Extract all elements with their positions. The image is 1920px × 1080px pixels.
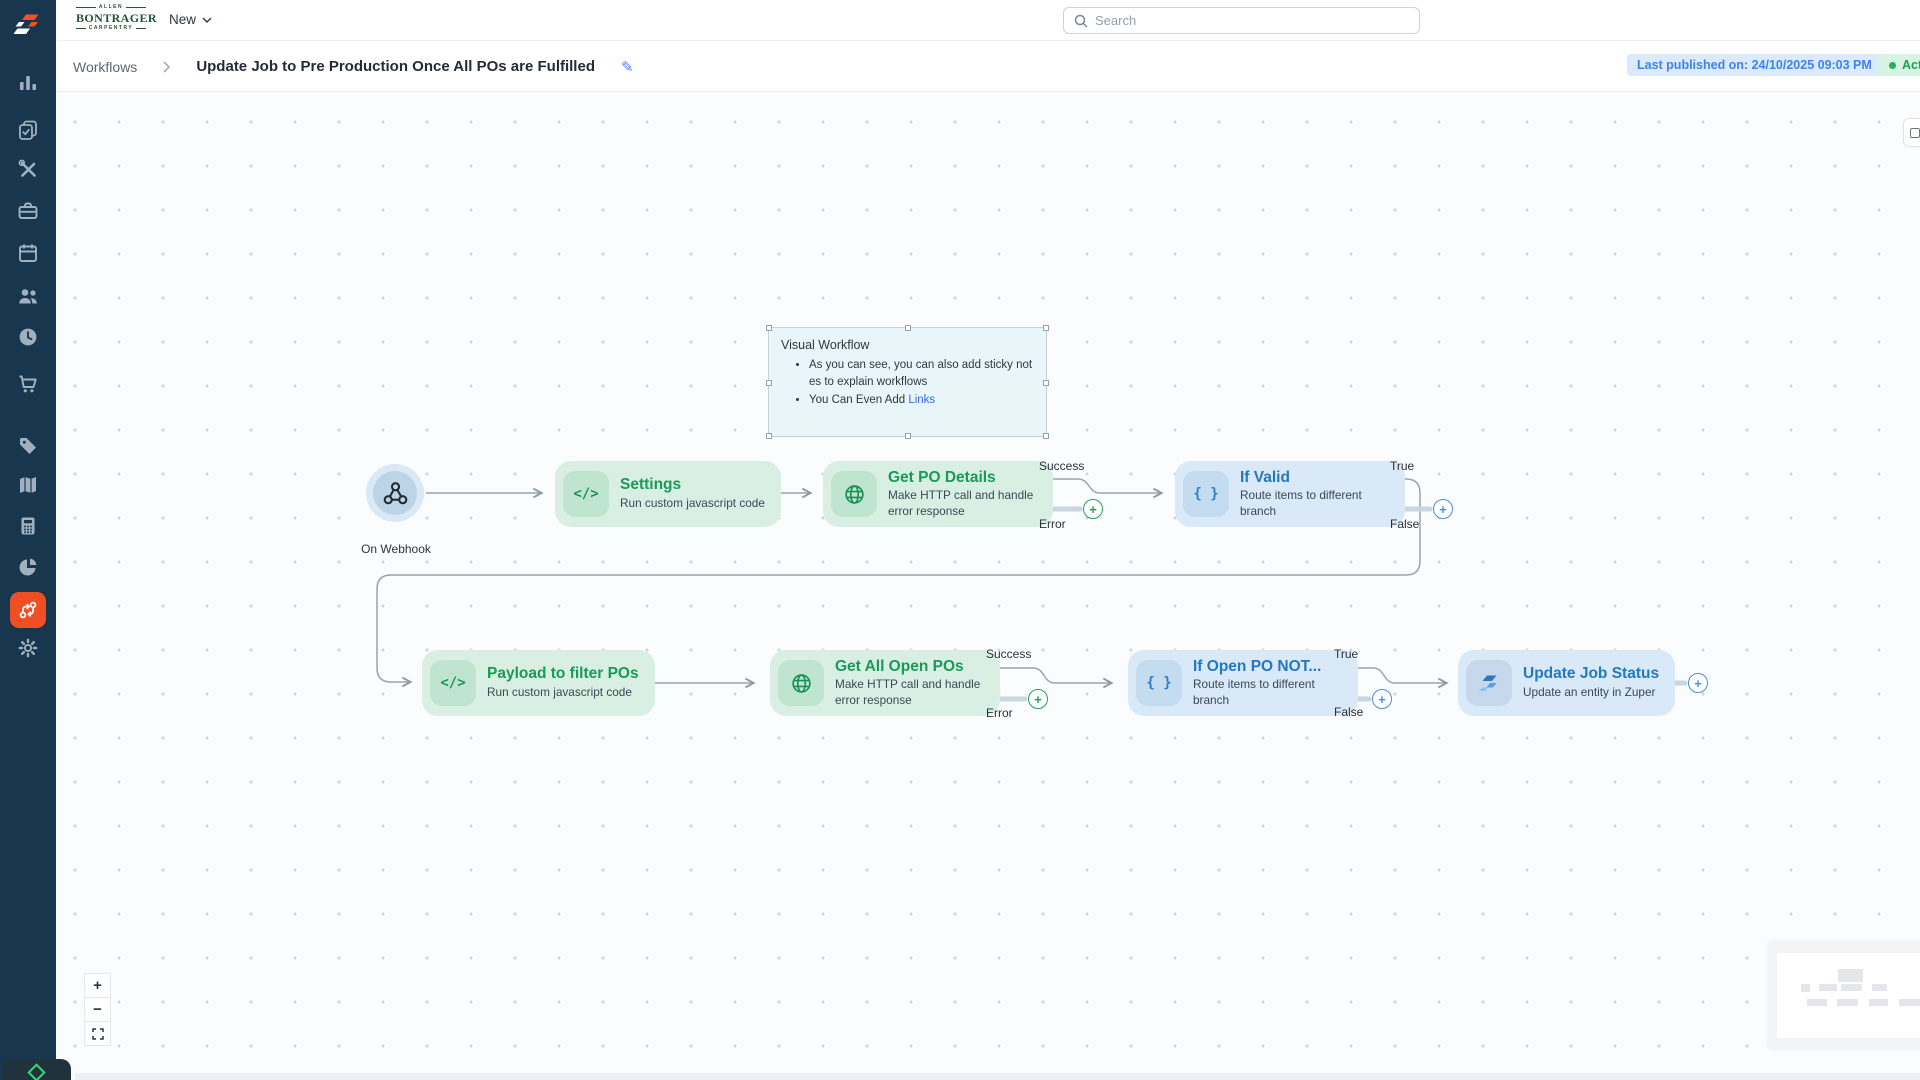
page-title: Update Job to Pre Production Once All PO… xyxy=(196,58,595,75)
globe-icon xyxy=(778,660,824,706)
webhook-icon xyxy=(373,471,417,515)
add-step-button[interactable]: + xyxy=(1083,499,1103,519)
fit-view-button[interactable] xyxy=(84,1021,111,1046)
sidebar xyxy=(0,0,56,1080)
branch-label-success: Success xyxy=(1039,459,1085,473)
horizontal-scrollbar[interactable] xyxy=(75,1073,1920,1080)
sticky-link[interactable]: Links xyxy=(908,393,936,406)
add-step-button[interactable]: + xyxy=(1028,689,1048,709)
resize-handle[interactable] xyxy=(1043,380,1049,386)
resize-handle[interactable] xyxy=(766,380,772,386)
sticky-note-title: Visual Workflow xyxy=(781,338,870,352)
tools-icon[interactable] xyxy=(16,157,40,181)
settings-gear-icon[interactable] xyxy=(16,636,40,660)
search-input[interactable] xyxy=(1095,13,1409,28)
workflow-branch-icon xyxy=(19,601,37,619)
panel-icon xyxy=(1910,128,1920,138)
branch-label-false: False xyxy=(1334,705,1364,719)
sticky-note[interactable]: Visual Workflow As you can see, you can … xyxy=(766,325,1049,439)
panel-toggle-button[interactable] xyxy=(1903,118,1920,147)
zoom-out-button[interactable]: − xyxy=(84,997,111,1022)
globe-icon xyxy=(831,471,877,517)
branch-label-true: True xyxy=(1334,647,1359,661)
node-get-all-open-pos[interactable]: Get All Open POs Make HTTP call and hand… xyxy=(770,650,1000,716)
cart-icon[interactable] xyxy=(16,372,40,396)
brand-logo[interactable]: ALLEN BONTRAGER CARPENTRY xyxy=(76,4,157,31)
new-dropdown[interactable]: New xyxy=(169,12,212,27)
tag-icon[interactable] xyxy=(16,434,40,458)
branch-condition-icon: { } xyxy=(1183,471,1229,517)
breadcrumb-workflows-link[interactable]: Workflows xyxy=(73,58,138,75)
sidebar-item-workflows-active[interactable] xyxy=(10,592,46,628)
extension-badge[interactable] xyxy=(2,1059,71,1080)
add-step-button[interactable]: + xyxy=(1688,673,1708,693)
code-icon: </> xyxy=(430,660,476,706)
diamond-icon xyxy=(27,1063,46,1080)
branch-label-error: Error xyxy=(1039,517,1066,531)
resize-handle[interactable] xyxy=(766,433,772,439)
add-step-button[interactable]: + xyxy=(1433,499,1453,519)
users-icon[interactable] xyxy=(16,284,40,308)
node-get-po-details[interactable]: Get PO Details Make HTTP call and handle… xyxy=(823,461,1053,527)
active-dot-icon xyxy=(1889,61,1896,69)
zoom-in-button[interactable]: + xyxy=(84,973,111,998)
pie-chart-icon[interactable] xyxy=(16,555,40,579)
branch-condition-icon: { } xyxy=(1136,660,1182,706)
edit-title-pencil-icon[interactable]: ✎ xyxy=(620,58,634,76)
minimap-viewport xyxy=(1777,953,1920,1038)
tasks-clipboard-icon[interactable] xyxy=(16,118,40,142)
briefcase-icon[interactable] xyxy=(16,199,40,223)
breadcrumb: Workflows Update Job to Pre Production O… xyxy=(73,41,634,92)
zuper-icon xyxy=(1466,660,1512,706)
breadcrumb-bar: Workflows Update Job to Pre Production O… xyxy=(56,41,1920,92)
node-payload-to-filter-pos[interactable]: </> Payload to filter POs Run custom jav… xyxy=(422,650,655,716)
status-badge-active: Active xyxy=(1877,54,1920,76)
sticky-bullet-1: As you can see, you can also add sticky … xyxy=(809,357,1034,392)
top-header: ALLEN BONTRAGER CARPENTRY New xyxy=(56,0,1920,41)
minimap[interactable] xyxy=(1768,942,1920,1048)
branch-label-false: False xyxy=(1390,517,1420,531)
node-if-open-po-not[interactable]: { } If Open PO NOT... Route items to dif… xyxy=(1128,650,1358,716)
sticky-bullet-2: You Can Even Add Links xyxy=(809,392,1034,409)
clock-icon[interactable] xyxy=(16,325,40,349)
search-bar[interactable] xyxy=(1063,7,1420,34)
branch-label-error: Error xyxy=(986,706,1013,720)
resize-handle[interactable] xyxy=(1043,433,1049,439)
zoom-controls: + − xyxy=(84,973,111,1046)
last-published-badge: Last published on: 24/10/2025 09:03 PM xyxy=(1627,54,1882,76)
add-step-button[interactable]: + xyxy=(1372,689,1392,709)
node-settings[interactable]: </> Settings Run custom javascript code xyxy=(555,461,781,527)
search-icon xyxy=(1074,14,1088,28)
dashboard-chart-icon[interactable] xyxy=(16,71,40,95)
resize-handle[interactable] xyxy=(1043,325,1049,331)
resize-handle[interactable] xyxy=(766,325,772,331)
webhook-label: On Webhook xyxy=(361,542,431,556)
code-icon: </> xyxy=(563,471,609,517)
zuper-logo[interactable] xyxy=(12,10,44,42)
resize-handle[interactable] xyxy=(905,433,911,439)
chevron-right-icon xyxy=(163,60,171,73)
branch-label-true: True xyxy=(1390,459,1415,473)
resize-handle[interactable] xyxy=(905,325,911,331)
calendar-icon[interactable] xyxy=(16,241,40,265)
node-on-webhook[interactable] xyxy=(366,464,424,522)
node-update-job-status[interactable]: Update Job Status Update an entity in Zu… xyxy=(1458,650,1676,716)
calculator-icon[interactable] xyxy=(16,514,40,538)
node-if-valid[interactable]: { } If Valid Route items to different br… xyxy=(1175,461,1405,527)
chevron-down-icon xyxy=(202,16,212,23)
branch-label-success: Success xyxy=(986,647,1032,661)
map-icon[interactable] xyxy=(16,473,40,497)
